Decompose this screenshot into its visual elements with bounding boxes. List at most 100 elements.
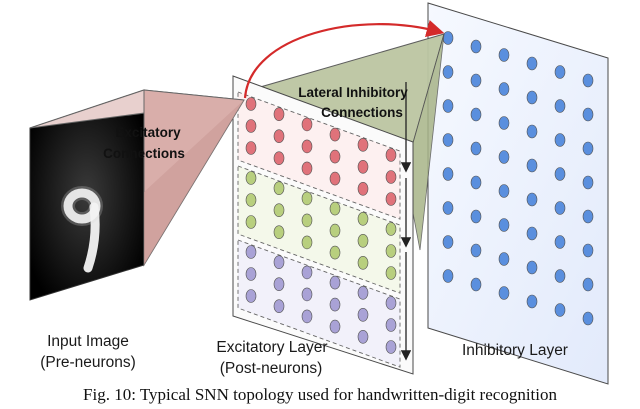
input-image-label-1: Input Image bbox=[47, 333, 129, 350]
excitatory-neuron bbox=[273, 151, 285, 165]
inhibitory-neuron bbox=[526, 226, 538, 241]
inhibitory-layer-label: Inhibitory Layer bbox=[462, 342, 568, 359]
input-image-cube bbox=[29, 89, 145, 301]
inhibitory-neuron bbox=[582, 141, 594, 156]
inhibitory-neuron bbox=[442, 99, 454, 113]
excitatory-neuron bbox=[329, 275, 341, 290]
excitatory-neuron bbox=[357, 329, 369, 344]
excitatory-neuron-grid bbox=[245, 97, 397, 354]
excitatory-neuron bbox=[357, 285, 369, 300]
excitatory-neuron bbox=[245, 171, 257, 185]
inhibitory-neuron bbox=[554, 99, 566, 113]
inhibitory-neuron bbox=[554, 303, 566, 317]
excitatory-neuron bbox=[301, 265, 313, 280]
excitatory-neuron bbox=[273, 225, 285, 239]
excitatory-neuron bbox=[329, 297, 341, 312]
excitatory-neuron bbox=[329, 127, 341, 142]
inhibitory-neuron bbox=[498, 184, 510, 198]
excitatory-neuron bbox=[357, 182, 369, 196]
excitatory-neuron bbox=[329, 245, 341, 260]
excitatory-connections-label-2: Connections bbox=[103, 146, 185, 161]
excitatory-neuron bbox=[385, 340, 397, 354]
excitatory-neuron bbox=[357, 212, 369, 226]
inhibitory-neuron bbox=[554, 201, 566, 215]
excitatory-neuron bbox=[245, 289, 257, 303]
inhibitory-neuron bbox=[442, 201, 454, 215]
input-image-label-2: (Pre-neurons) bbox=[40, 354, 136, 371]
inhibitory-neuron bbox=[526, 56, 538, 71]
inhibitory-neuron bbox=[470, 141, 482, 156]
excitatory-neuron bbox=[245, 119, 257, 133]
inhibitory-neuron bbox=[470, 39, 482, 54]
excitatory-neuron bbox=[329, 201, 341, 216]
inhibitory-neuron bbox=[526, 192, 538, 207]
lateral-connections-label-1: Lateral Inhibitory bbox=[298, 85, 408, 100]
figure-caption: Fig. 10: Typical SNN topology used for h… bbox=[83, 385, 557, 404]
inhibitory-neuron bbox=[526, 294, 538, 309]
inhibitory-neuron bbox=[498, 218, 510, 232]
inhibitory-neuron bbox=[554, 235, 566, 249]
excitatory-neuron bbox=[273, 203, 285, 217]
snn-diagram: Excitatory Connections Lateral Inhibitor… bbox=[29, 2, 609, 385]
excitatory-neuron bbox=[273, 277, 285, 292]
excitatory-to-inhibitory-arrow bbox=[243, 20, 445, 99]
excitatory-neuron bbox=[357, 307, 369, 322]
excitatory-neuron bbox=[301, 309, 313, 324]
excitatory-layer-panel bbox=[232, 75, 414, 375]
excitatory-neuron bbox=[357, 160, 369, 174]
inhibitory-neuron-grid bbox=[442, 31, 594, 326]
excitatory-neuron bbox=[245, 245, 257, 259]
excitatory-neuron bbox=[385, 148, 397, 162]
inhibitory-neuron bbox=[554, 269, 566, 283]
digit-nine bbox=[61, 186, 103, 273]
inhibitory-neuron bbox=[582, 73, 594, 88]
inhibitory-neuron bbox=[582, 243, 594, 258]
excitatory-neuron bbox=[301, 161, 313, 176]
excitatory-neuron bbox=[301, 117, 313, 132]
excitatory-neuron bbox=[329, 149, 341, 164]
inhibitory-neuron bbox=[442, 235, 454, 249]
inhibitory-neuron bbox=[498, 82, 510, 96]
inhibitory-neuron bbox=[470, 175, 482, 190]
inhibitory-neuron bbox=[582, 209, 594, 224]
inhibitory-neuron bbox=[470, 73, 482, 88]
inhibitory-neuron bbox=[526, 158, 538, 173]
excitatory-neuron bbox=[385, 170, 397, 184]
inhibitory-neuron bbox=[442, 167, 454, 181]
excitatory-neuron bbox=[301, 213, 313, 228]
inhibitory-neuron bbox=[498, 116, 510, 130]
excitatory-layer-label-1: Excitatory Layer bbox=[216, 339, 327, 356]
inhibitory-neuron bbox=[498, 286, 510, 300]
lateral-connections-label-2: Connections bbox=[321, 105, 403, 120]
inhibitory-neuron bbox=[582, 277, 594, 292]
excitatory-cone-shade bbox=[144, 100, 244, 265]
excitatory-neuron bbox=[273, 255, 285, 270]
excitatory-neuron bbox=[301, 287, 313, 302]
excitatory-neuron bbox=[385, 266, 397, 280]
inhibitory-neuron bbox=[470, 209, 482, 224]
excitatory-neuron bbox=[357, 234, 369, 248]
inhibitory-layer-panel bbox=[427, 2, 609, 385]
excitatory-neuron bbox=[273, 181, 285, 195]
inhibitory-neuron bbox=[470, 243, 482, 258]
excitatory-neuron bbox=[357, 138, 369, 152]
excitatory-neuron bbox=[245, 215, 257, 229]
inhibitory-neuron bbox=[582, 175, 594, 190]
excitatory-neuron bbox=[357, 255, 369, 270]
excitatory-neuron bbox=[301, 191, 313, 206]
inhibitory-neuron bbox=[470, 107, 482, 122]
inhibitory-neuron bbox=[582, 311, 594, 326]
inhibitory-neuron bbox=[442, 133, 454, 147]
inhibitory-neuron bbox=[498, 150, 510, 164]
inhibitory-neuron bbox=[526, 90, 538, 105]
excitatory-layer-label-2: (Post-neurons) bbox=[220, 360, 323, 377]
inhibitory-neuron bbox=[554, 167, 566, 181]
inhibitory-neuron bbox=[498, 252, 510, 266]
excitatory-neuron bbox=[329, 171, 341, 186]
inhibitory-neuron bbox=[526, 260, 538, 275]
excitatory-neuron bbox=[273, 299, 285, 314]
excitatory-neuron bbox=[245, 97, 257, 111]
excitatory-neuron bbox=[245, 141, 257, 155]
excitatory-neuron bbox=[273, 129, 285, 143]
